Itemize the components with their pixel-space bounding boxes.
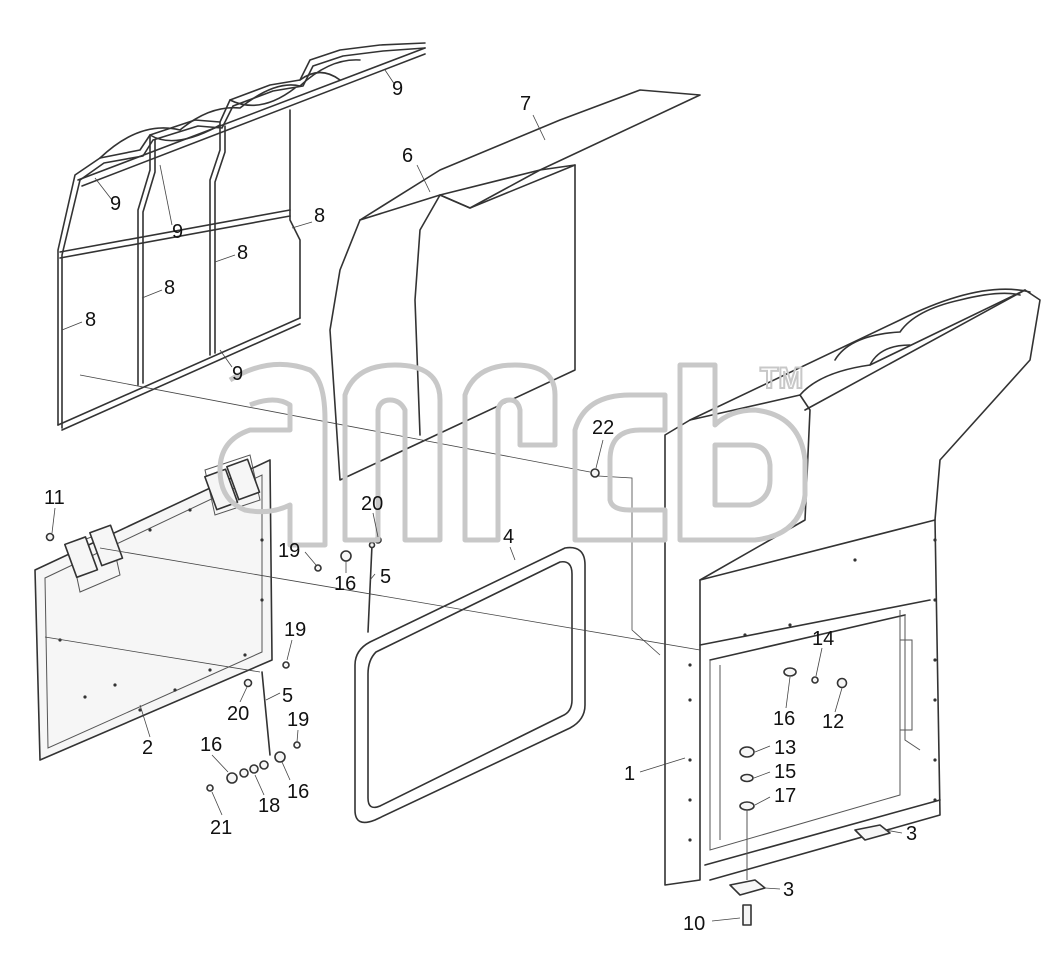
callout-17: 17 (774, 785, 796, 807)
fasteners (45, 468, 891, 926)
callout-12: 12 (822, 711, 844, 733)
centerlines (44, 374, 701, 673)
bolt-10 (742, 904, 752, 926)
callout-2: 2 (142, 737, 153, 759)
seal-frame-assembly (57, 42, 426, 431)
nut-19-lower (293, 741, 301, 749)
callout-8: 8 (164, 277, 175, 299)
callout-21: 21 (210, 817, 232, 839)
callout-9: 9 (232, 363, 243, 385)
callout-19: 19 (278, 540, 300, 562)
callout-3: 3 (906, 823, 917, 845)
callout-18: 18 (258, 795, 280, 817)
window-seal (354, 546, 586, 824)
washer-16-upper (340, 550, 352, 562)
callout-1: 1 (624, 763, 635, 785)
screw-11 (45, 532, 55, 542)
washer-15 (740, 773, 754, 783)
nut-13 (739, 746, 755, 758)
clip-22 (590, 468, 600, 478)
callout-9: 9 (110, 193, 121, 215)
latch-3-lower (729, 879, 766, 896)
washer-16-right (274, 751, 286, 763)
callout-labels: 9 9 9 9 8 8 8 8 7 6 22 11 20 19 16 5 4 1… (44, 78, 917, 935)
callout-14: 14 (812, 628, 834, 650)
latch-3-right (854, 824, 891, 841)
callout-3: 3 (783, 879, 794, 901)
callout-9: 9 (172, 221, 183, 243)
callout-20: 20 (361, 493, 383, 515)
washer-16-body (783, 667, 797, 677)
washer-17 (739, 801, 755, 811)
callout-13: 13 (774, 737, 796, 759)
nut-14 (811, 676, 819, 684)
callout-11: 11 (44, 487, 65, 509)
nut-18-b (249, 764, 259, 774)
screw-21 (206, 784, 214, 792)
nut-19-mid (282, 661, 290, 669)
trademark-text: TM (760, 362, 803, 395)
nut-18-c (259, 760, 269, 770)
callout-16: 16 (287, 781, 309, 803)
callout-8: 8 (237, 242, 248, 264)
callout-6: 6 (402, 145, 413, 167)
callout-16: 16 (773, 708, 795, 730)
callout-leaders (51, 69, 903, 922)
callout-19: 19 (287, 709, 309, 731)
callout-5: 5 (380, 566, 391, 588)
callout-16: 16 (334, 573, 356, 595)
door-frame (34, 454, 273, 761)
washer-16-left (226, 772, 238, 784)
watermark: TM (217, 361, 808, 548)
callout-20: 20 (227, 703, 249, 725)
callout-5: 5 (282, 685, 293, 707)
callout-9: 9 (392, 78, 403, 100)
callout-15: 15 (774, 761, 796, 783)
callout-10: 10 (683, 913, 705, 935)
callout-19: 19 (284, 619, 306, 641)
rod-5-upper (367, 544, 373, 633)
bolt-20-lower (243, 678, 253, 688)
callout-7: 7 (520, 93, 531, 115)
rod-5-lower (261, 671, 271, 756)
callout-16: 16 (200, 734, 222, 756)
callout-8: 8 (85, 309, 96, 331)
callout-8: 8 (314, 205, 325, 227)
callout-22: 22 (592, 417, 614, 439)
side-panel (329, 164, 576, 481)
nut-12 (836, 677, 848, 689)
nut-19-upper (314, 564, 322, 572)
callout-4: 4 (503, 526, 514, 548)
nut-18-a (239, 768, 249, 778)
cab-body (664, 288, 1041, 886)
